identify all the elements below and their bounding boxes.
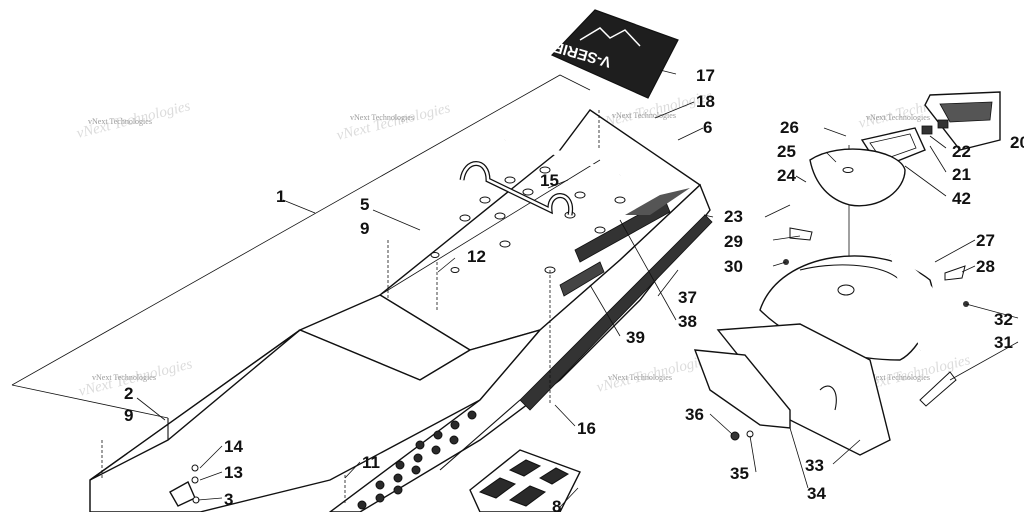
watermark: vNext Technologies — [612, 111, 676, 120]
callout-24: 24 — [777, 166, 796, 185]
callout-8: 8 — [552, 497, 561, 512]
watermark: vNext Technologies — [866, 373, 930, 382]
rear-bumper-assembly — [693, 227, 969, 456]
callout-34: 34 — [807, 484, 826, 503]
callout-35: 35 — [730, 464, 749, 483]
callout-37: 37 — [678, 288, 697, 307]
callout-21: 21 — [952, 165, 971, 184]
callout-14: 14 — [224, 437, 243, 456]
callout-16: 16 — [577, 419, 596, 438]
callout-3: 3 — [224, 490, 233, 509]
callout-26: 26 — [780, 118, 799, 137]
callout-32: 32 — [994, 310, 1013, 329]
callout-22: 22 — [952, 142, 971, 161]
callout-30: 30 — [724, 257, 743, 276]
callout-33: 33 — [805, 456, 824, 475]
tunnel-body — [89, 109, 713, 512]
skirt-holes — [357, 410, 477, 510]
watermark: vNext Technologies — [608, 373, 672, 382]
grab-handles — [459, 122, 622, 216]
watermark: vNext Technologies — [350, 113, 414, 122]
callout-15: 15 — [540, 171, 559, 190]
callout-labels: 1 2 3 5 6 8 9 9 11 12 13 14 15 16 17 18 … — [124, 66, 1024, 512]
callout-11: 11 — [362, 453, 380, 472]
callout-20: 20 — [1010, 133, 1024, 152]
callout-38: 38 — [678, 312, 697, 331]
side-decals — [559, 188, 690, 297]
callout-17: 17 — [696, 66, 715, 85]
callout-36: 36 — [685, 405, 704, 424]
callout-39: 39 — [626, 328, 645, 347]
fastener-lines — [101, 110, 850, 505]
callout-6: 6 — [703, 118, 712, 137]
rear-cover — [809, 148, 906, 207]
callout-29: 29 — [724, 232, 743, 251]
taillight-assembly — [860, 91, 1001, 169]
callout-28: 28 — [976, 257, 995, 276]
callout-9-bottom: 9 — [124, 406, 133, 425]
callout-27: 27 — [976, 231, 995, 250]
callout-42: 42 — [952, 189, 971, 208]
callout-23: 23 — [724, 207, 743, 226]
callout-12: 12 — [467, 247, 486, 266]
v-series-decal: V-SERIES — [542, 9, 679, 99]
watermark: vNext Technologies — [92, 373, 156, 382]
callout-18: 18 — [696, 92, 715, 111]
watermark-big: vNext Technologies — [335, 100, 452, 144]
bracket-plate — [469, 449, 581, 512]
callout-2: 2 — [124, 384, 133, 403]
leader-lines — [136, 69, 1019, 508]
watermark: vNext Technologies — [88, 117, 152, 126]
callout-25: 25 — [777, 142, 796, 161]
tunnel-assembly-bracket — [11, 74, 591, 419]
callout-13: 13 — [224, 463, 243, 482]
callout-5: 5 — [360, 195, 369, 214]
callout-1: 1 — [276, 187, 285, 206]
watermark: vNext Technologies — [866, 113, 930, 122]
callout-31: 31 — [994, 333, 1013, 352]
small-bracket — [169, 464, 200, 507]
callout-9-top: 9 — [360, 219, 369, 238]
